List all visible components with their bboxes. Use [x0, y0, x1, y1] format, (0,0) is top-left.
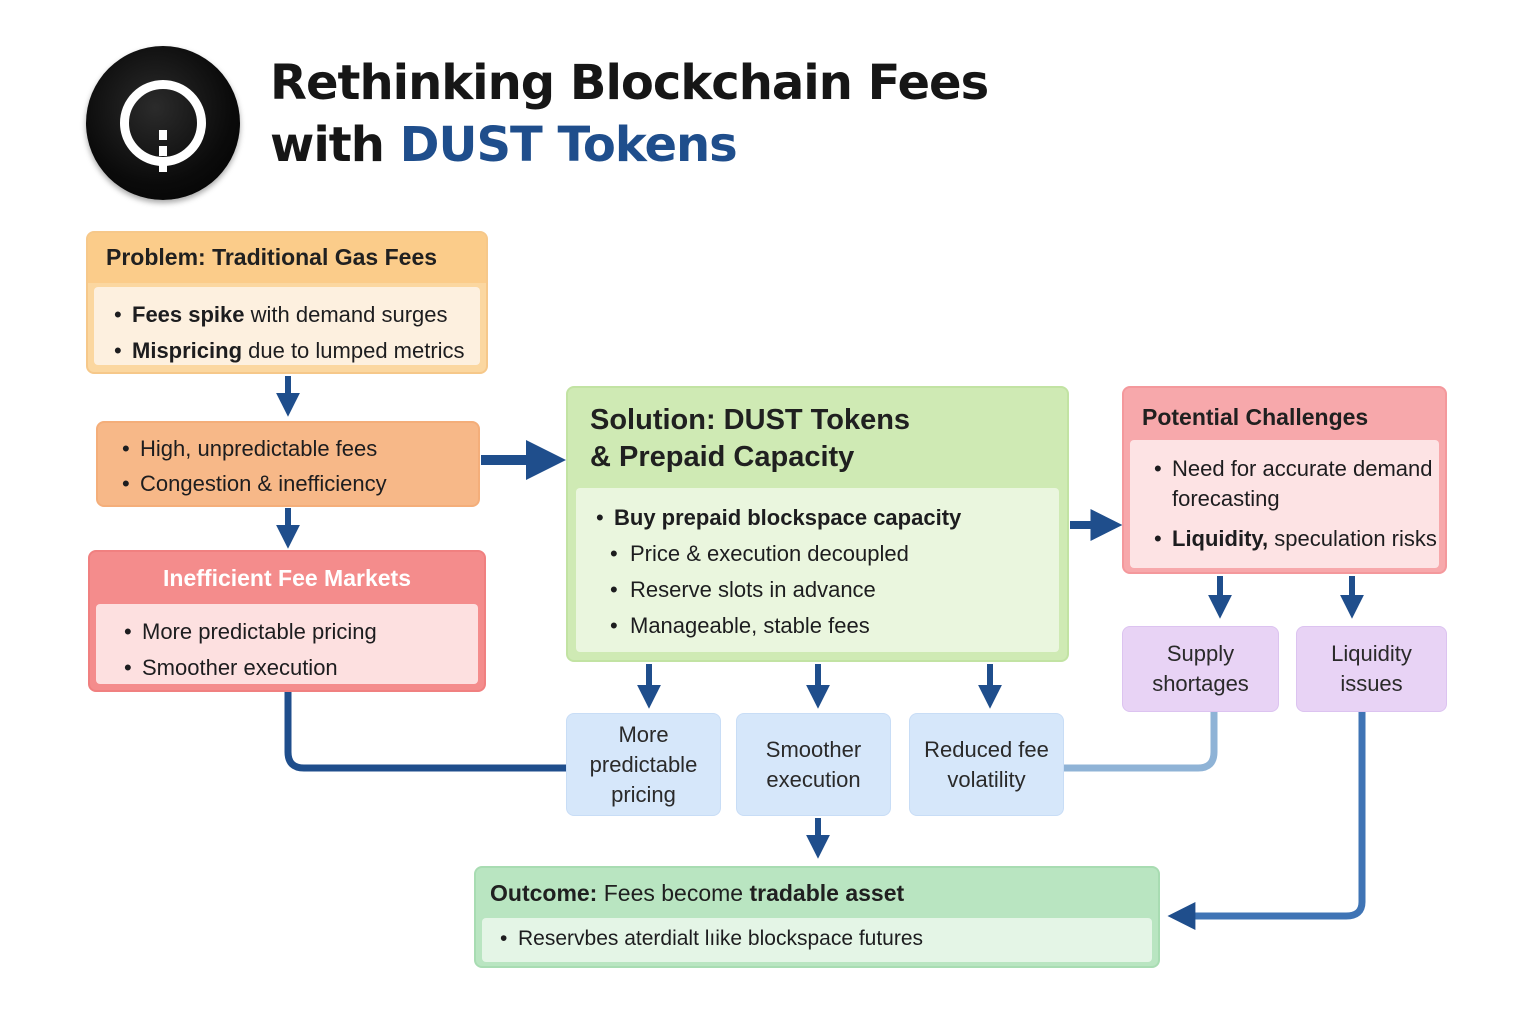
problem-box: Problem: Traditional Gas Fees Fees spike… — [86, 231, 488, 374]
problem-item: Fees spike with demand surges — [112, 297, 480, 333]
problem-item: Mispricing due to lumped metrics — [112, 333, 480, 369]
page-title: Rethinking Blockchain Fees with DUST Tok… — [270, 52, 989, 176]
inefficient-box: Inefficient Fee Markets More predictable… — [88, 550, 486, 692]
outcome-box: Outcome: Fees become tradable asset Rese… — [474, 866, 1160, 968]
solution-sub-item: Manageable, stable fees — [594, 608, 1059, 644]
logo — [86, 46, 240, 200]
title-line-1: Rethinking Blockchain Fees — [270, 55, 989, 111]
solution-box: Solution: DUST Tokens & Prepaid Capacity… — [566, 386, 1069, 662]
problem-header: Problem: Traditional Gas Fees — [88, 233, 486, 283]
challenges-header: Potential Challenges — [1142, 404, 1369, 430]
solution-header: Solution: DUST Tokens & Prepaid Capacity — [590, 404, 911, 473]
challenge-item: Need for accurate demand forecasting — [1152, 454, 1439, 514]
outcome-item: Reservbes aterdialt lıike blockspace fut… — [498, 924, 1152, 954]
challenges-box: Potential Challenges Need for accurate d… — [1122, 386, 1447, 574]
smoother-execution-box: Smoother execution — [736, 713, 891, 816]
connector-liquidity-to-outcome — [1167, 712, 1366, 930]
connector-inefficient-to-benefits — [284, 692, 566, 772]
symptom-item: High, unpredictable fees — [120, 431, 478, 466]
connector-supply-to-reduced — [1064, 712, 1218, 772]
solution-main-item: Buy prepaid blockspace capacity — [594, 500, 1059, 536]
title-line-2: with DUST Tokens — [270, 117, 738, 173]
supply-shortages-box: Supply shortages — [1122, 626, 1279, 712]
challenge-item: Liquidity, speculation risks — [1152, 524, 1439, 554]
title-accent: DUST Tokens — [399, 117, 738, 173]
solution-sub-item: Reserve slots in advance — [594, 572, 1059, 608]
reduced-volatility-box: Reduced fee volatility — [909, 713, 1064, 816]
inefficient-item: More predictable pricing — [122, 614, 478, 650]
inefficient-item: Smoother execution — [122, 650, 478, 686]
symptoms-box: High, unpredictable fees Congestion & in… — [96, 421, 480, 507]
liquidity-issues-box: Liquidity issues — [1296, 626, 1447, 712]
predictable-pricing-box: More predictable pricing — [566, 713, 721, 816]
outcome-header: Outcome: Fees become tradable asset — [490, 880, 905, 906]
inefficient-header: Inefficient Fee Markets — [163, 565, 411, 591]
solution-sub-item: Price & execution decoupled — [594, 536, 1059, 572]
problem-list: Fees spike with demand surges Mispricing… — [112, 297, 480, 369]
logo-ring-icon — [120, 80, 206, 166]
symptom-item: Congestion & inefficiency — [120, 466, 478, 501]
